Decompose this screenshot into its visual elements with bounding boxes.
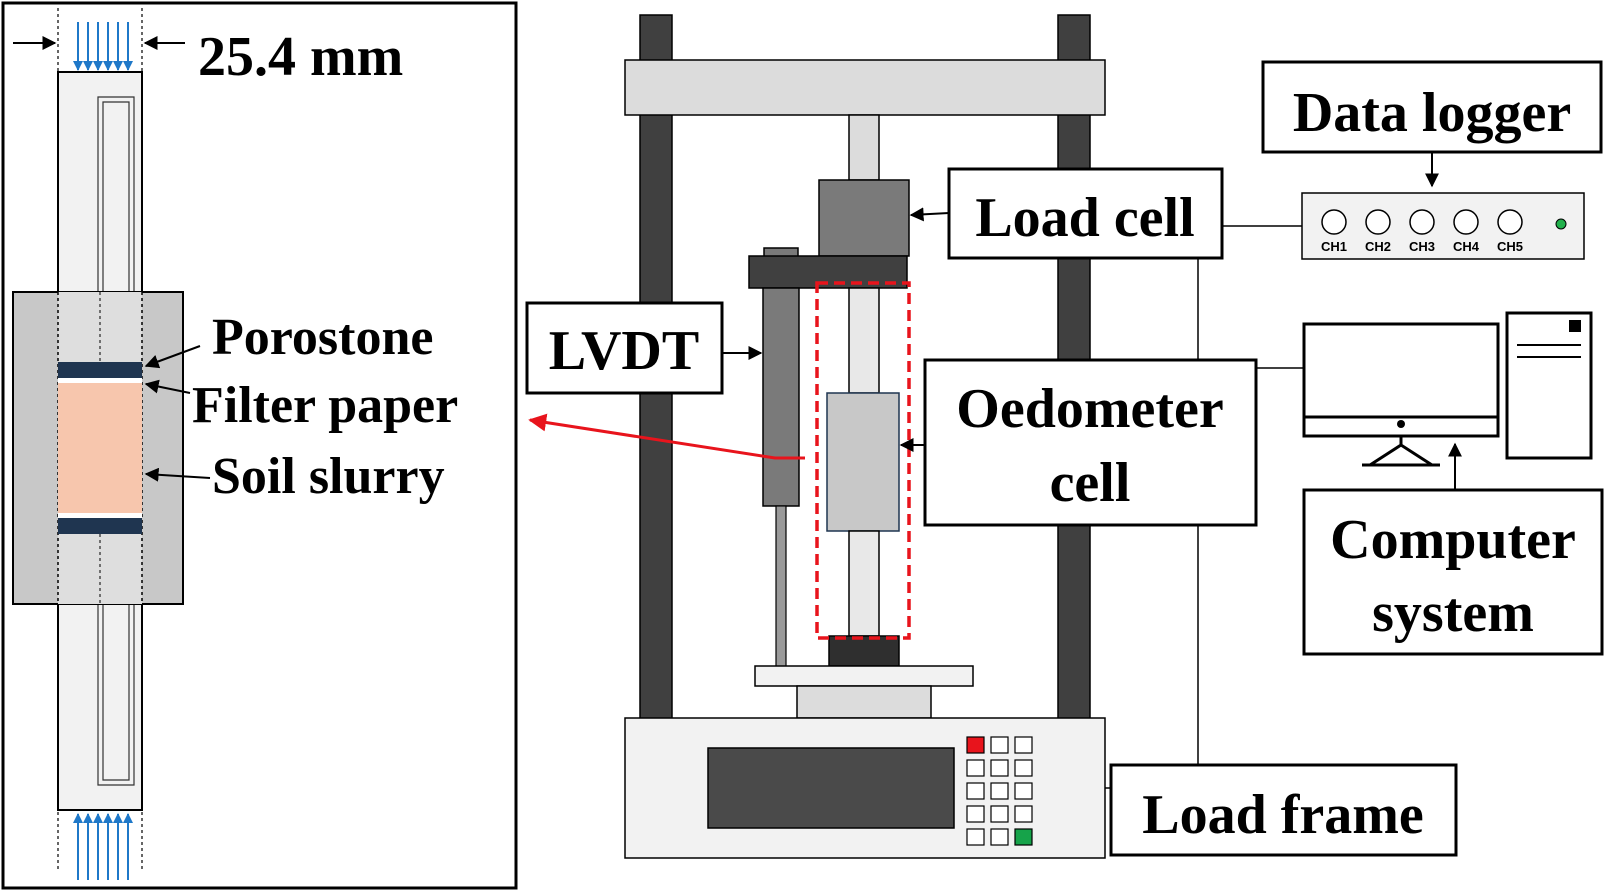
porostone-leader [144, 345, 201, 369]
computer: Computer system [1302, 311, 1604, 656]
keypad-key [1014, 805, 1033, 823]
lvdt-label-box [525, 301, 724, 395]
keypad-key [990, 736, 1009, 754]
top-porostone [58, 362, 142, 378]
channel-label: CH4 [1453, 239, 1480, 254]
display-screen [707, 747, 955, 829]
computer-label-box [1302, 488, 1604, 656]
base-block [828, 635, 900, 667]
channel-label: CH3 [1409, 239, 1435, 254]
monitor [1302, 322, 1500, 438]
load-frame-label: Load frame [1142, 784, 1424, 846]
channel-connector [1321, 209, 1347, 235]
loading-ram-lower [848, 530, 880, 637]
stop-button [966, 736, 985, 754]
keypad-key [966, 759, 985, 777]
keypad-key [966, 828, 985, 846]
start-button [1014, 828, 1033, 846]
upper-piston [57, 71, 143, 293]
load-frame-assembly [624, 14, 1106, 859]
load-cell-body [818, 179, 910, 257]
loading-ram-upper [848, 287, 880, 394]
detail-pointer-arrow [528, 413, 805, 460]
filter-paper-leader [144, 379, 191, 394]
top-filter-paper [58, 378, 142, 383]
channel-label: CH1 [1321, 239, 1347, 254]
channel-label: CH2 [1365, 239, 1391, 254]
filter-paper-label: Filter paper [192, 377, 458, 434]
channel-connector [1409, 209, 1435, 235]
soil-slurry-leader [144, 467, 211, 482]
channel-connector [1453, 209, 1479, 235]
channel-label: CH5 [1497, 239, 1523, 254]
upper-drain-line-inner [102, 101, 130, 292]
oedometer-highlight-box [815, 281, 911, 640]
keypad-key [990, 805, 1009, 823]
pc-tower [1505, 311, 1593, 460]
dimension-label: 25.4 mm [198, 26, 403, 88]
upper-drain-line-outer [97, 96, 135, 292]
keypad [966, 736, 1033, 846]
monitor-power-dot [1397, 420, 1405, 428]
oedometer-cell-body [826, 392, 900, 532]
lvdt-body [762, 287, 800, 507]
data-logger-device [1301, 192, 1585, 260]
keypad-key [990, 782, 1009, 800]
power-led [1555, 218, 1567, 230]
computer-label-line1: Computer [1330, 509, 1576, 571]
keypad-key [1014, 736, 1033, 754]
crossbeam [624, 59, 1106, 116]
load-cell-leader [909, 207, 950, 222]
tower-power-button [1569, 320, 1581, 332]
keypad-key [966, 805, 985, 823]
keypad-key [1014, 759, 1033, 777]
keypad-key [966, 782, 985, 800]
bottom-porostone [58, 518, 142, 534]
bottom-filter-paper [58, 513, 142, 518]
lower-drain-line-inner [102, 600, 130, 781]
keypad-key [990, 759, 1009, 777]
lvdt-rod [775, 505, 787, 669]
oedometer-label-line2: cell [1050, 452, 1131, 514]
porostone-label: Porostone [212, 309, 433, 366]
oedometer-label-box [923, 358, 1258, 527]
monitor-stand [1369, 443, 1433, 467]
lower-drain-line-outer [97, 600, 135, 786]
keypad-key [990, 828, 1009, 846]
load-frame-label-box [1109, 763, 1458, 857]
platen-base [796, 685, 932, 719]
computer-label-line2: system [1372, 582, 1534, 644]
soil-slurry-label: Soil slurry [212, 448, 445, 505]
channel-connector [1497, 209, 1523, 235]
bottom-load-arrows [73, 813, 133, 880]
data-logger-label: Data logger [1293, 82, 1571, 144]
load-cell-label-box [947, 167, 1224, 260]
data-logger-label-box [1261, 60, 1603, 154]
oedometer-label-line1: Oedometer [956, 378, 1223, 440]
soil-slurry [58, 383, 142, 513]
platen [754, 665, 974, 687]
load-cell-label: Load cell [975, 187, 1194, 249]
top-load-arrows [73, 22, 133, 71]
cell-detail-panel: 25.4 mm [1, 1, 518, 890]
actuator-rod [848, 114, 880, 181]
keypad-key [1014, 782, 1033, 800]
channel-connector [1365, 209, 1391, 235]
lvdt-label: LVDT [549, 320, 699, 382]
data-logger: Data logger CH1 CH2 CH3 CH4 CH5 [1261, 60, 1603, 260]
